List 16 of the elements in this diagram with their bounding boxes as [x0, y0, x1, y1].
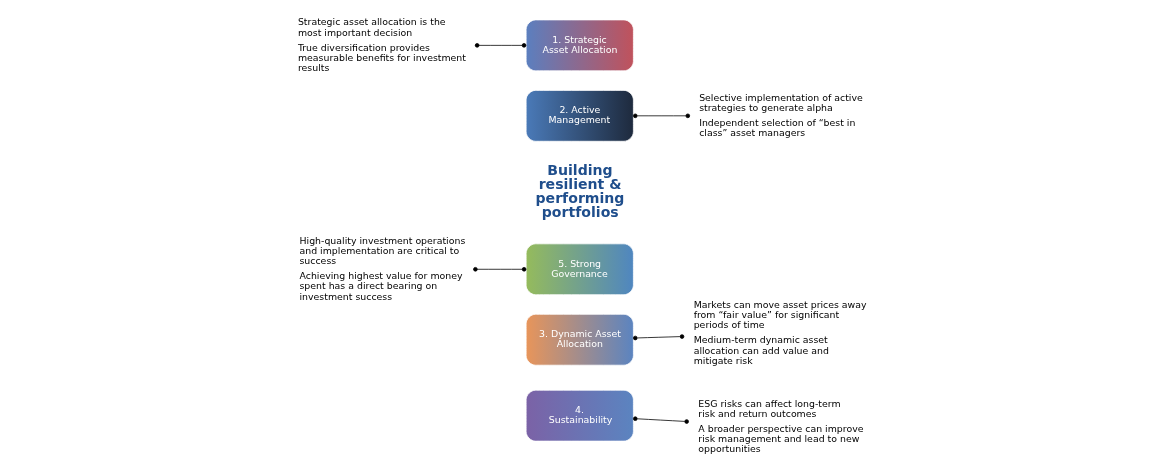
connector: [474, 43, 527, 48]
node-box: 3. Dynamic Asset Allocation: [525, 313, 634, 366]
connector: [473, 267, 527, 272]
node-box: 1. Strategic Asset Allocation: [525, 19, 634, 72]
node-box: 5. Strong Governance: [525, 243, 634, 296]
node-box: 4. Sustainability: [525, 389, 634, 442]
node-text: High-quality investment operations and implementation are critical to success Achieving highest value for money spent has a direct bearing on investment success: [299, 234, 466, 302]
node-text: Building resilient & performing portfolios: [535, 161, 625, 221]
connector: [633, 113, 691, 119]
node-box: 2. Active Management: [525, 90, 634, 142]
node-text: Strategic asset allocation is the most important decision True diversification provides measurable benefits for investment results: [297, 16, 466, 73]
node-text: ESG risks can affect long-term risk and return outcomes A broader perspective can improve risk management and lead to new opportunities: [698, 397, 864, 455]
connector: [633, 334, 685, 341]
connector: [633, 416, 689, 424]
node-text: Markets can move asset prices away from “fair value” for significant periods of time Medium-term dynamic asset allocation can add value and mitigate risk: [693, 299, 867, 366]
node-text: Selective implementation of active strategies to generate alpha Independent selection of “best in class” asset managers: [699, 91, 863, 138]
